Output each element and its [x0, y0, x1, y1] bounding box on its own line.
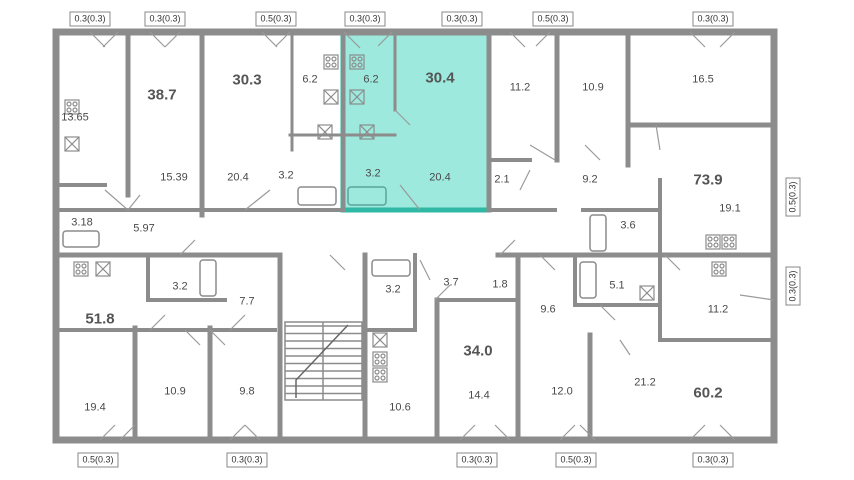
doors [89, 31, 775, 441]
balcony-label: 0.3(0.3) [144, 11, 186, 27]
area-label: 16.5 [692, 73, 714, 86]
area-label: 9.2 [582, 173, 598, 186]
area-label: 15.39 [160, 171, 188, 184]
balcony-label: 0.3(0.3) [692, 452, 734, 468]
balcony-label: 0.3(0.3) [441, 11, 483, 27]
sink-icon [349, 89, 365, 105]
area-label: 3.18 [71, 216, 93, 229]
area-label: 9.6 [540, 303, 556, 316]
area-label: 2.1 [494, 173, 510, 186]
apartment-total[interactable]: 73.9 [693, 171, 723, 189]
stove-icon [64, 99, 80, 115]
apartment-total[interactable]: 38.7 [147, 86, 177, 104]
balcony-label: 0.3(0.3) [69, 11, 111, 27]
area-label: 11.2 [707, 303, 729, 316]
balcony-label: 0.3(0.3) [344, 11, 386, 27]
stove-icon [372, 367, 388, 383]
area-label: 3.6 [620, 219, 636, 232]
sink-icon [95, 261, 111, 277]
area-label: 3.2 [385, 283, 401, 296]
area-label: 3.2 [172, 280, 188, 293]
balcony-label: 0.5(0.3) [532, 11, 574, 27]
stove-icon [372, 351, 388, 367]
sink-icon [359, 124, 375, 140]
stove-icon [323, 54, 339, 70]
apartment-total[interactable]: 51.8 [85, 310, 115, 328]
area-label: 11.2 [509, 81, 531, 94]
balcony-label: 0.5(0.3) [555, 452, 597, 468]
apartment-total[interactable]: 34.0 [463, 342, 493, 360]
area-label: 20.4 [227, 171, 249, 184]
area-label: 1.8 [492, 278, 508, 291]
sink-icon [639, 285, 655, 301]
area-label: 3.2 [365, 167, 381, 180]
apartment-total[interactable]: 30.4 [425, 69, 455, 87]
sink-icon [317, 124, 333, 140]
area-label: 10.9 [582, 81, 604, 94]
stove-icon [705, 234, 721, 250]
bathtubs [62, 186, 607, 299]
area-label: 7.7 [239, 295, 255, 308]
area-label: 6.2 [363, 73, 379, 86]
balcony-label: 0.3(0.3) [226, 452, 268, 468]
area-label: 12.0 [551, 385, 573, 398]
sink-icon [372, 332, 388, 348]
stove-icon [711, 261, 727, 277]
area-label: 3.7 [443, 276, 459, 289]
area-label: 10.6 [389, 401, 411, 414]
balcony-label: 0.3(0.3) [456, 452, 498, 468]
balcony-label: 0.5(0.3) [77, 452, 119, 468]
walls [52, 28, 778, 444]
balcony-label: 0.3(0.3) [785, 266, 801, 306]
stove-icon [721, 234, 737, 250]
area-label: 20.4 [429, 171, 451, 184]
corridor-label: 5.97 [133, 222, 155, 235]
apartment-total[interactable]: 30.3 [232, 71, 262, 89]
area-label: 14.4 [468, 389, 490, 402]
balcony-label: 0.5(0.3) [255, 11, 297, 27]
sink-icon [64, 136, 80, 152]
balcony-label: 0.5(0.3) [785, 177, 801, 217]
area-label: 10.9 [164, 385, 186, 398]
area-label: 6.2 [302, 73, 318, 86]
kitchen-fixtures [64, 54, 737, 383]
area-label: 19.4 [84, 401, 106, 414]
stove-icon [73, 261, 89, 277]
staircase [284, 321, 363, 401]
area-label: 3.2 [278, 169, 294, 182]
sink-icon [323, 89, 339, 105]
highlighted-apartment[interactable] [340, 29, 492, 213]
stove-icon [349, 54, 365, 70]
balcony-label: 0.3(0.3) [692, 11, 734, 27]
area-label: 21.2 [634, 376, 656, 389]
area-label: 9.8 [239, 385, 255, 398]
apartment-total[interactable]: 60.2 [693, 384, 723, 402]
area-label: 5.1 [609, 279, 625, 292]
area-label: 19.1 [719, 202, 741, 215]
area-label: 13.65 [61, 111, 89, 124]
